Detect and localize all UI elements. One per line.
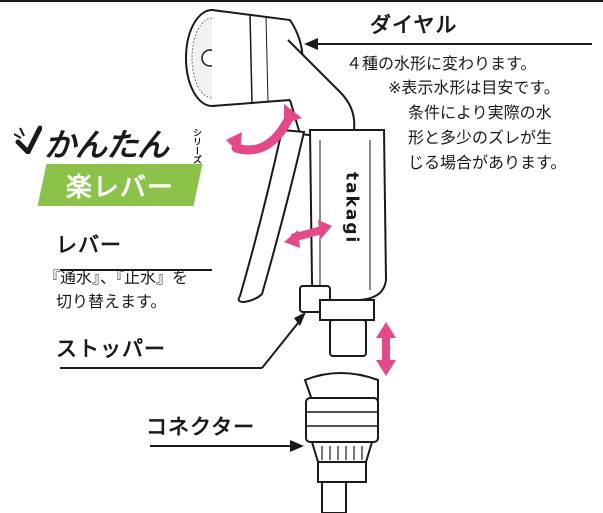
arrow-connector-detach xyxy=(376,322,396,376)
sparkle-icon xyxy=(14,125,42,154)
dial-desc-line5: じる場合があります。 xyxy=(408,153,567,172)
dial-desc-line1: ４種の水形に変わります。 xyxy=(346,54,537,73)
dial-desc-line4: 形と多少のズレが生 xyxy=(408,128,553,147)
connector-title: コネクター xyxy=(146,415,256,439)
arrow-dial-rotate xyxy=(226,104,302,155)
spray-gun xyxy=(185,9,388,357)
hose xyxy=(321,479,347,513)
lever-desc-line2: 切り替えます。 xyxy=(56,292,167,311)
connector xyxy=(303,372,379,483)
brand-main-text: かんたん xyxy=(44,126,169,164)
dial-title: ダイヤル xyxy=(370,13,458,37)
stopper-title: ストッパー xyxy=(56,337,166,361)
brand-logo: かんたん シリーズ 楽レバー xyxy=(14,120,204,212)
arrow-lever-move xyxy=(284,220,332,248)
brand-sub-text: 楽レバー xyxy=(65,172,174,203)
dial-desc-line3: 条件により実際の水 xyxy=(408,103,552,122)
leader-lines xyxy=(60,38,592,452)
grip-logo-text: takagi xyxy=(341,172,362,245)
lever-title: レバー xyxy=(56,233,122,257)
dial-desc-line2: ※表示水形は目安です。 xyxy=(388,78,560,97)
lever-desc-line1: 『通水』、『止水』を xyxy=(44,268,189,287)
brand-sub-badge: 楽レバー xyxy=(37,164,203,206)
brand-series-text: シリーズ xyxy=(191,128,201,164)
